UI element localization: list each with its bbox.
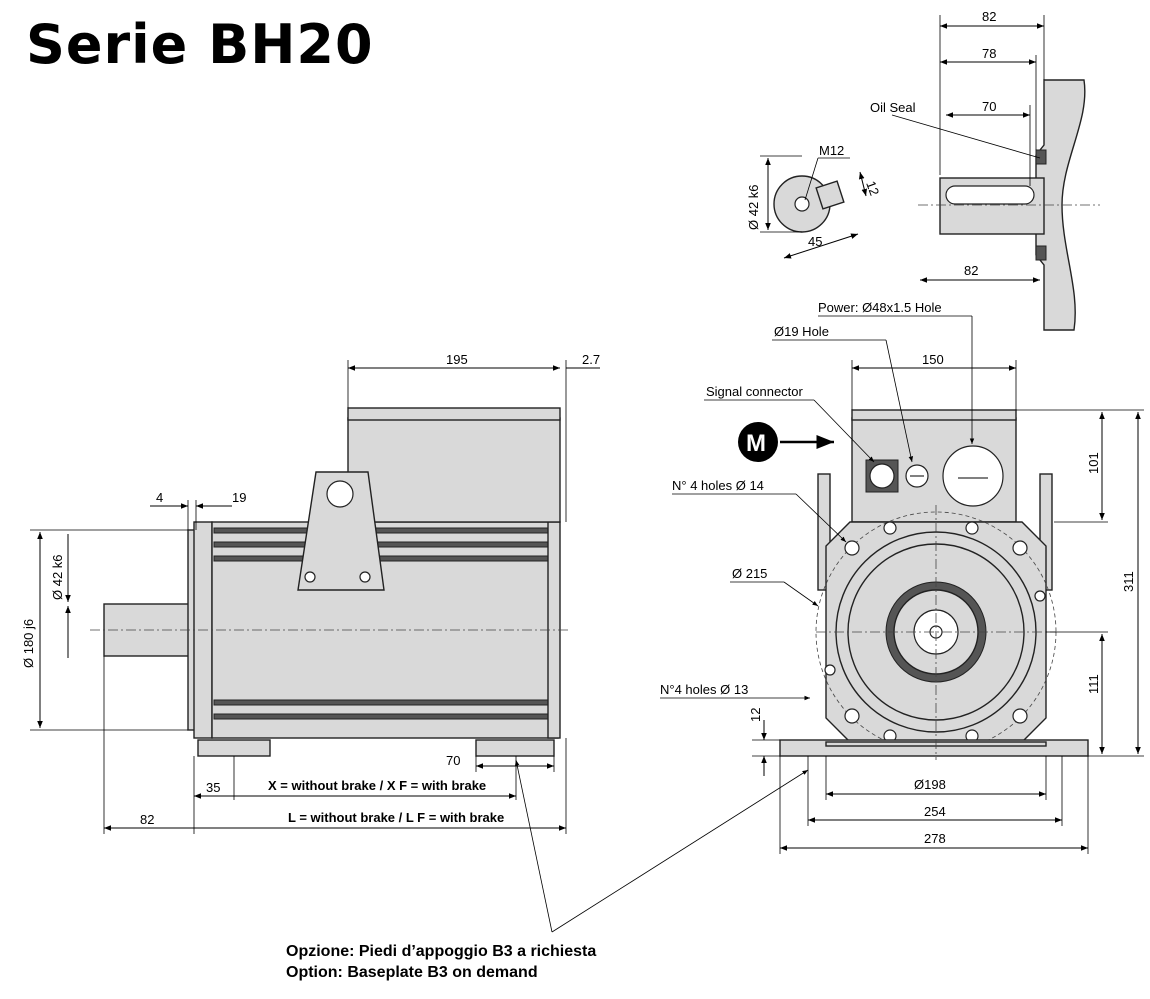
foot-front xyxy=(197,739,271,757)
dim-101: 101 xyxy=(1086,452,1101,474)
dim-82-shaft: 82 xyxy=(964,263,978,278)
key-section xyxy=(815,180,845,210)
lug-bolt-right xyxy=(359,571,371,583)
label-m12: M12 xyxy=(819,143,844,158)
shaft-end-detail: 82 78 70 82 Oil Seal xyxy=(870,9,1100,331)
option-note-it: Opzione: Piedi d’appoggio B3 a richiesta xyxy=(286,943,597,960)
fins-bottom-2 xyxy=(213,713,549,720)
label-shaft-dia-side: Ø 42 k6 xyxy=(50,554,65,600)
oil-seal-lower xyxy=(1035,245,1047,261)
label-hole-19: Ø19 Hole xyxy=(774,324,829,339)
flange-bolt-5 xyxy=(824,664,836,676)
lifting-eye xyxy=(326,480,354,508)
dim-4: 4 xyxy=(156,490,163,505)
mount-hole-tl xyxy=(844,540,860,556)
fins-top-3 xyxy=(213,555,549,562)
flange-bolt-6 xyxy=(1034,590,1046,602)
lug-bolt-left xyxy=(304,571,316,583)
dim-278: 278 xyxy=(924,831,946,846)
dim-12-key: 12 xyxy=(863,179,882,198)
dim-2-7: 2.7 xyxy=(582,352,600,367)
power-hole xyxy=(942,445,1004,507)
shaft-key xyxy=(945,185,1035,205)
signal-connector-face xyxy=(869,463,895,489)
dim-82-side: 82 xyxy=(140,812,154,827)
motor-front-view: M Power: Ø4 xyxy=(660,300,1144,854)
dim-195: 195 xyxy=(446,352,468,367)
dim-70-foot: 70 xyxy=(446,753,460,768)
flange-bolt-1 xyxy=(883,521,897,535)
mount-hole-tr xyxy=(1012,540,1028,556)
dim-254: 254 xyxy=(924,804,946,819)
housing-section xyxy=(1035,79,1086,331)
flange-bolt-2 xyxy=(965,521,979,535)
label-oil-seal: Oil Seal xyxy=(870,100,916,115)
label-signal-connector: Signal connector xyxy=(706,384,804,399)
option-note-en: Option: Baseplate B3 on demand xyxy=(286,964,538,981)
fins-top-1 xyxy=(213,527,549,534)
m-badge-label: M xyxy=(746,430,766,457)
label-dia-215: Ø 215 xyxy=(732,566,767,581)
label-x-formula: X = without brake / X F = with brake xyxy=(268,778,486,793)
label-holes-14: N° 4 holes Ø 14 xyxy=(672,478,764,493)
foot-rear xyxy=(475,739,555,757)
dim-45: 45 xyxy=(808,234,822,249)
label-power-hole: Power: Ø48x1.5 Hole xyxy=(818,300,942,315)
terminal-box-front-lid xyxy=(851,409,1017,421)
label-holes-13: N°4 holes Ø 13 xyxy=(660,682,748,697)
m12-tap-hole xyxy=(794,196,810,212)
dim-12-feet: 12 xyxy=(748,708,763,722)
dim-19: 19 xyxy=(232,490,246,505)
dim-35: 35 xyxy=(206,780,220,795)
mount-hole-br xyxy=(1012,708,1028,724)
dim-78: 78 xyxy=(982,46,996,61)
shaft-section-detail: M12 45 12 Ø 42 k6 xyxy=(746,143,882,259)
dim-311: 311 xyxy=(1121,571,1136,592)
terminal-box-lid xyxy=(347,407,561,421)
page-title: Serie BH20 xyxy=(26,13,374,76)
label-l-formula: L = without brake / L F = with brake xyxy=(288,810,504,825)
label-shaft-dia-front: Ø 42 k6 xyxy=(746,184,761,230)
dim-150: 150 xyxy=(922,352,944,367)
dim-70-key: 70 xyxy=(982,99,996,114)
dim-111: 111 xyxy=(1086,674,1101,694)
fins-top-2 xyxy=(213,541,549,548)
label-flange-dia: Ø 180 j6 xyxy=(21,619,36,668)
m-badge xyxy=(738,422,778,462)
fins-bottom-1 xyxy=(213,699,549,706)
mount-hole-bl xyxy=(844,708,860,724)
dim-82-top: 82 xyxy=(982,9,996,24)
lifting-lug xyxy=(297,471,385,591)
option-leaders xyxy=(514,759,809,933)
label-dia-198: Ø198 xyxy=(914,777,946,792)
motor-side-view: 195 2.7 4 19 Ø 180 j6 Ø 42 k6 70 35 X = … xyxy=(21,352,600,834)
terminal-box-side xyxy=(347,417,561,523)
